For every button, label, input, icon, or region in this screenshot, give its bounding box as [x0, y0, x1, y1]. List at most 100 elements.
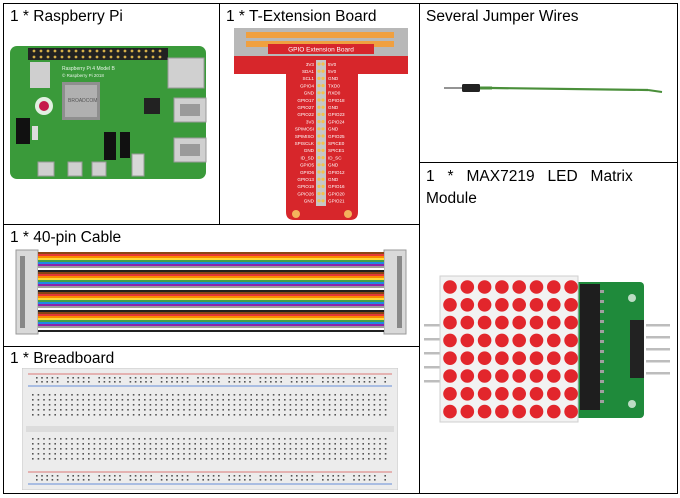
led-dot	[477, 280, 492, 294]
led-dot	[564, 280, 578, 294]
gpio-pin-label-left: GPIO19	[297, 184, 314, 189]
gpio-pin-label-right: GPIO18	[328, 98, 345, 103]
gpio-pin-label-left: SPIMOSI	[295, 127, 314, 132]
led-dot	[443, 369, 457, 383]
cable-wire	[38, 308, 384, 310]
led-dot	[477, 315, 492, 330]
led-dot	[460, 280, 475, 294]
led-dot	[512, 387, 526, 401]
led-dot	[564, 404, 578, 419]
cable-wire	[38, 274, 384, 276]
gpio-pin-label-left: GPIO17	[297, 98, 314, 103]
led-dot	[495, 280, 509, 294]
cable-wire	[38, 252, 384, 254]
cable-wire	[38, 258, 384, 260]
cable-wire	[38, 328, 384, 330]
gpio-pin-label-right: GND	[328, 105, 339, 110]
led-dot	[495, 315, 509, 330]
gpio-pin-label-left: 3V3	[306, 119, 315, 124]
gpio-pin-label-left: SCL1	[303, 76, 315, 81]
gpio-pin-label-right: GPIO21	[328, 199, 345, 204]
led-dot	[460, 333, 475, 348]
t-extension-label: 1 * T-Extension Board	[226, 8, 377, 25]
led-dot	[477, 404, 492, 419]
cable-wire	[38, 294, 384, 296]
gpio-pin-label-right: GPIO25	[328, 134, 345, 139]
cable-wire	[38, 302, 384, 304]
led-dot	[460, 315, 475, 330]
raspberry-pi-label: 1 * Raspberry Pi	[10, 8, 123, 25]
led-dot	[529, 351, 544, 365]
table-border-top	[3, 3, 678, 4]
gpio-pin-label-right: GPIO20	[328, 191, 345, 196]
led-dot	[529, 387, 544, 401]
gpio-pin-label-right: SPICE0	[328, 141, 345, 146]
cable-wire	[38, 326, 384, 328]
gpio-pin-label-left: ID_SD	[300, 155, 314, 160]
gpio-pin-label-right: 5V0	[328, 69, 337, 74]
raspberry-pi-image: Raspberry Pi 4 Model B © Raspberry Pi 20…	[8, 40, 213, 185]
led-dot	[564, 369, 578, 383]
cable-wire	[38, 292, 384, 294]
gpio-pin-label-right: SPICE1	[328, 148, 345, 153]
cable-wire	[38, 266, 384, 268]
table-border-bottom	[3, 493, 678, 494]
led-dot	[443, 280, 457, 294]
led-dot	[495, 387, 509, 401]
led-dot	[443, 298, 457, 312]
max7219-module-image	[424, 268, 674, 428]
gpio-pin-label-left: GPIO13	[297, 177, 314, 182]
gpio-pin-label-right: GND	[328, 177, 339, 182]
led-dot	[564, 315, 578, 330]
gpio-pin-label-left: GPIO22	[297, 112, 314, 117]
cable-wire	[38, 280, 384, 282]
cable-wire	[38, 290, 384, 292]
led-dot	[547, 315, 561, 330]
gpio-pin-label-right: TXD0	[328, 83, 340, 88]
led-dot	[547, 333, 561, 348]
jumper-wire-image	[440, 70, 670, 100]
gpio-pin-label-right: GND	[328, 163, 339, 168]
cable-wire	[38, 288, 384, 290]
led-dot	[547, 298, 561, 312]
pi-model-line2: © Raspberry Pi 2018	[62, 72, 104, 78]
cable-wire	[38, 318, 384, 320]
cable-wire	[38, 272, 384, 274]
led-dot	[512, 280, 526, 294]
divider-v2	[419, 3, 420, 494]
led-dot	[443, 351, 457, 365]
led-dot	[495, 404, 509, 419]
cable-wire	[38, 256, 384, 258]
led-dot	[443, 315, 457, 330]
divider-h2	[3, 346, 420, 347]
led-dot	[547, 351, 561, 365]
led-dot	[477, 369, 492, 383]
led-dot	[460, 298, 475, 312]
cable-wire	[38, 300, 384, 302]
pi-model-line1: Raspberry Pi 4 Model B	[62, 66, 115, 72]
led-dot	[460, 351, 475, 365]
led-dot	[547, 369, 561, 383]
led-dot	[547, 404, 561, 419]
led-dot	[460, 369, 475, 383]
gpio-pin-label-left: SPIMISO	[295, 134, 315, 139]
led-dot	[564, 333, 578, 348]
cable-wire	[38, 268, 384, 270]
cable-wire	[38, 306, 384, 308]
pi-chip-text: BROADCOM	[68, 98, 97, 104]
led-dot	[512, 351, 526, 365]
led-dot	[529, 369, 544, 383]
gpio-pin-label-left: GND	[304, 148, 315, 153]
led-dot	[529, 404, 544, 419]
cable-wire	[38, 322, 384, 324]
gpio-pin-label-right: GND	[328, 127, 339, 132]
led-dot	[477, 387, 492, 401]
gpio-pin-label-left: GND	[304, 199, 315, 204]
table-border-right	[677, 3, 678, 494]
led-dot	[564, 298, 578, 312]
led-dot	[495, 298, 509, 312]
led-dot	[529, 280, 544, 294]
gpio-pin-label-right: GND	[328, 76, 339, 81]
jumper-wires-label: Several Jumper Wires	[426, 8, 579, 25]
led-dot	[512, 315, 526, 330]
